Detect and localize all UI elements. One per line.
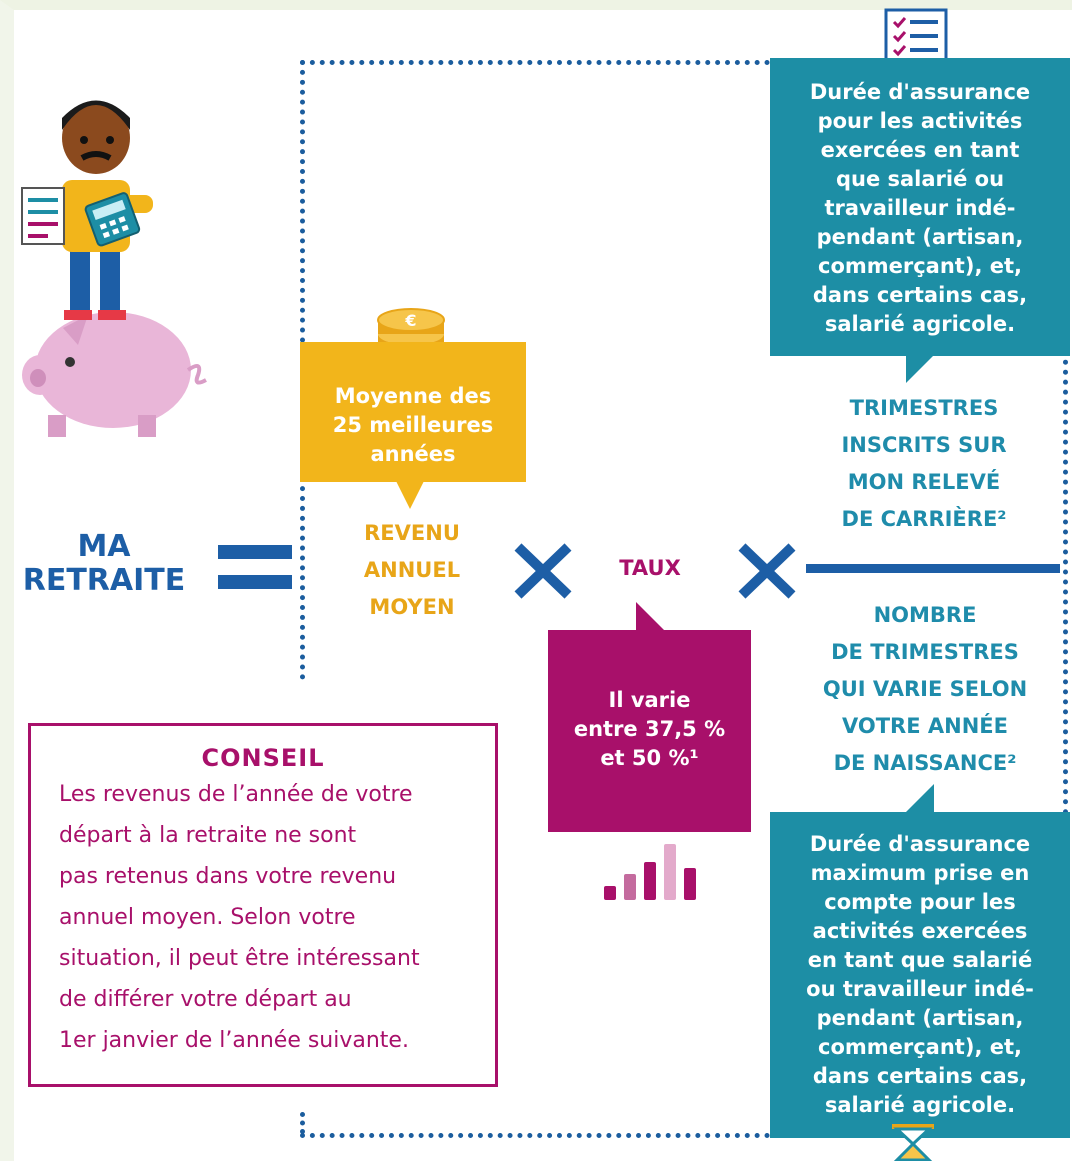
svg-text:€: € (404, 311, 416, 330)
revenu-annuel-moyen-label: REVENU ANNUEL MOYEN (363, 521, 461, 619)
dotted-frame-left-bottom (300, 1112, 305, 1134)
taux-description-box: Il varie entre 37,5 % et 50 %¹ (548, 630, 751, 832)
conseil-body: Les revenus de l’année de votre départ à… (59, 782, 420, 1053)
trimestres-inscrits-label: TRIMESTRES INSCRITS SUR MON RELEVÉ DE CA… (841, 396, 1007, 531)
taux-label: TAUX (619, 556, 681, 580)
revenu-box-pointer (396, 481, 424, 509)
multiply-icon (514, 543, 572, 599)
person-with-calculator-icon (21, 100, 207, 437)
nombre-trimestres-label: NOMBRE DE TRIMESTRES QUI VARIE SELON VOT… (822, 603, 1028, 775)
dotted-frame-bottom (300, 1133, 770, 1138)
multiply-icon (738, 543, 796, 599)
bar-chart-icon (604, 844, 696, 900)
trimestres-inscrits-description-box: Durée d'assurance pour les activités exe… (770, 58, 1070, 356)
conseil-box: CONSEIL Les revenus de l’année de votre … (28, 723, 498, 1087)
hourglass-icon (892, 1124, 934, 1161)
dotted-frame-top (300, 60, 770, 65)
dotted-frame-right (1063, 60, 1068, 1135)
revenu-description-box: Moyenne des 25 meilleures années (300, 342, 526, 482)
nombre-trimestres-box-pointer (906, 784, 934, 812)
trimestres-inscrits-box-pointer (906, 355, 934, 383)
ma-retraite-label: MA RETRAITE (22, 529, 186, 598)
fraction-bar (806, 564, 1060, 573)
piggy-bank-icon (22, 312, 207, 437)
nombre-trimestres-description-box: Durée d'assurance maximum prise en compt… (770, 812, 1070, 1138)
equals-icon (218, 545, 292, 589)
taux-box-pointer (636, 602, 664, 630)
conseil-title: CONSEIL (201, 744, 325, 772)
